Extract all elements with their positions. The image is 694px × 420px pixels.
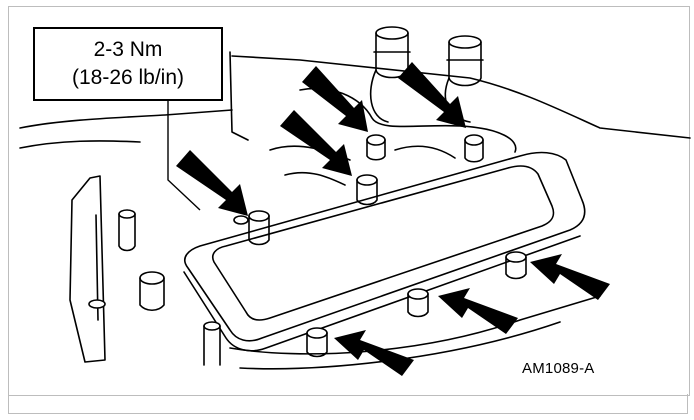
figure-id: AM1089-A [522, 360, 595, 377]
left-head-plate [69, 175, 106, 363]
arrow-bolt-3 [280, 110, 352, 176]
arrow-bolt-4 [176, 150, 248, 216]
manifold-housing [299, 87, 517, 153]
arrow-bolt-2 [398, 62, 466, 128]
torque-metric: 2-3 Nm [93, 38, 163, 61]
arrow-bolt-6 [438, 288, 518, 334]
bolt-6 [407, 288, 429, 318]
stud-left-low [88, 299, 106, 309]
housing-rib [394, 145, 456, 159]
coolant-tube-left [369, 26, 411, 123]
engine-block-edge [229, 51, 249, 141]
bolt-3 [356, 174, 378, 206]
bolt-1 [366, 134, 386, 161]
stud-left-top [118, 209, 136, 252]
callout-leader [167, 100, 201, 211]
bolt-2 [464, 134, 484, 163]
manifold-runner-2 [284, 171, 346, 186]
torque-imperial: (18-26 lb/in) [71, 66, 185, 89]
arrow-bolt-5 [530, 254, 610, 300]
engine-block-outline [19, 55, 691, 139]
arrow-bolt-1 [302, 66, 368, 132]
engine-block-ridge [19, 140, 141, 149]
bolt-5 [505, 251, 527, 280]
torque-callout: 2-3 Nm (18-26 lb/in) [33, 27, 223, 101]
valve-cover-outer [184, 151, 586, 342]
valve-cover-top [211, 165, 555, 321]
stud-left-bottom [203, 321, 221, 366]
bolt-7 [306, 327, 328, 358]
arrow-bolt-7 [334, 330, 414, 376]
footer-rule [8, 394, 688, 414]
stud-left-mid [139, 271, 165, 312]
bolt-4 [233, 210, 270, 246]
